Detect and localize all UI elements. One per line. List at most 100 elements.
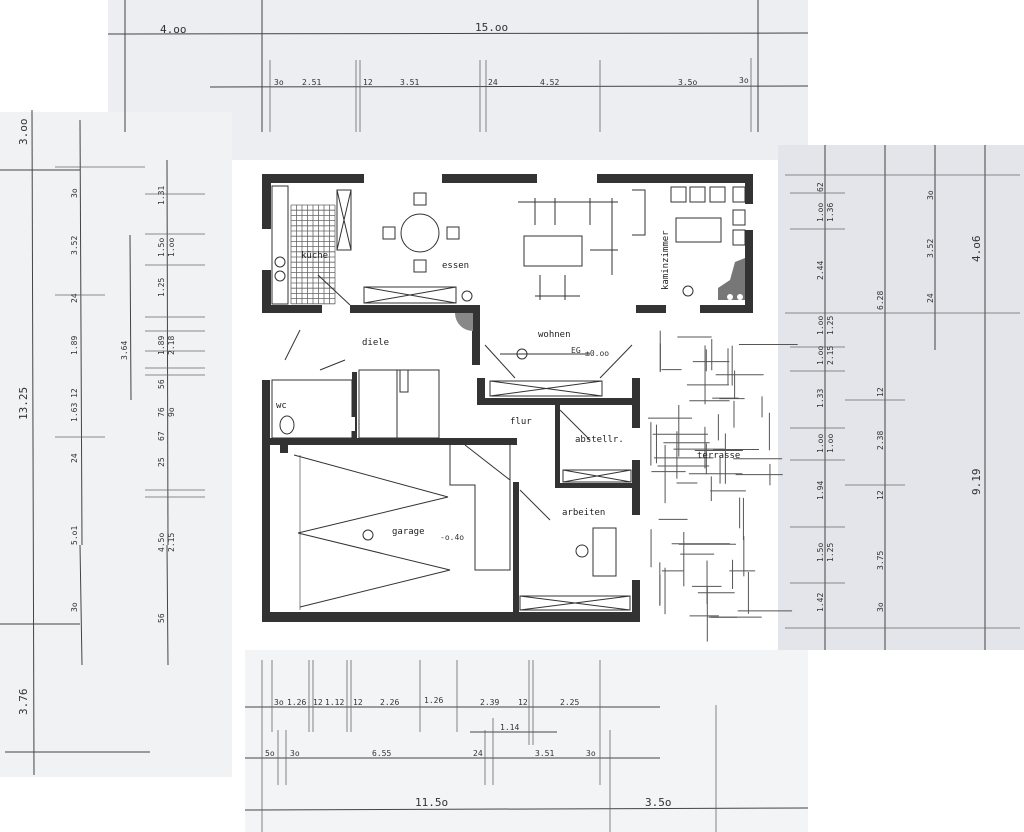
dim: 3.5o xyxy=(678,78,697,87)
garage xyxy=(293,444,511,610)
dim: 1.36 xyxy=(826,203,835,222)
dim: 5o xyxy=(265,749,275,758)
dim-left-3-76: 3.76 xyxy=(17,689,30,716)
dim: 12 xyxy=(313,698,323,707)
room-label-terrasse: terrasse xyxy=(697,451,740,461)
wc xyxy=(271,379,355,439)
dim: 67 xyxy=(157,431,166,441)
dim: 1.94 xyxy=(816,481,825,500)
dim: 6.55 xyxy=(372,749,391,758)
dim: 2.26 xyxy=(380,698,399,707)
hall-stairs xyxy=(284,329,440,439)
living-furniture xyxy=(484,198,633,397)
storage-and-study xyxy=(519,409,632,611)
dim: 12 xyxy=(876,387,885,397)
dim: 1.63 12 xyxy=(70,388,79,422)
dim: 56 xyxy=(157,379,166,389)
dim: 2.18 xyxy=(167,336,176,355)
dim: 1.oo xyxy=(816,434,825,453)
dim-left-13-25: 13.25 xyxy=(17,387,30,420)
room-label-kueche: küche xyxy=(301,251,328,261)
dim: 4.5o xyxy=(157,533,166,552)
dim: 1.oo xyxy=(816,346,825,365)
dim: 3.51 xyxy=(400,78,419,87)
dim: 1.42 xyxy=(816,593,825,612)
dim: 2.44 xyxy=(816,261,825,280)
terrace-paving xyxy=(647,330,798,642)
dim: 2.25 xyxy=(560,698,579,707)
dim: 1.89 xyxy=(70,336,79,355)
dim: 24 xyxy=(473,749,483,758)
dim: 3o xyxy=(586,749,596,758)
dim: 62 xyxy=(816,182,825,192)
dim: 2.15 xyxy=(826,346,835,365)
dim: 9o xyxy=(167,407,176,417)
dim: 12 xyxy=(876,490,885,500)
dim: 76 xyxy=(157,407,166,417)
dim: 3o xyxy=(70,188,79,198)
room-label-arbeiten: arbeiten xyxy=(562,508,605,518)
dim: 3o xyxy=(876,602,885,612)
dim: 3o xyxy=(274,78,284,87)
dim: 1.5o xyxy=(816,543,825,562)
dim: 1.89 xyxy=(157,336,166,355)
dim: 1.31 xyxy=(157,186,166,205)
room-label-kaminzimmer: kaminzimmer xyxy=(661,230,671,290)
room-label-wc: wc xyxy=(276,401,287,411)
dim: 3o xyxy=(274,698,284,707)
kitchen xyxy=(271,185,352,306)
left-dims: 3.oo 13.25 3.76 3o 3.52 24 1.89 1.63 12 … xyxy=(17,119,176,716)
dim-top-4-00: 4.oo xyxy=(160,23,187,36)
dim: 1.33 xyxy=(816,389,825,408)
dim: 4.52 xyxy=(540,78,559,87)
bottom-dims: 3o 1.26 12 1.12 12 2.26 1.26 2.39 12 2.2… xyxy=(265,696,672,809)
dim: 1.oo xyxy=(167,238,176,257)
dining-table xyxy=(363,192,473,331)
dim: 3.75 xyxy=(876,551,885,570)
dim: 5.o1 xyxy=(70,526,79,545)
dim: 2.39 xyxy=(480,698,499,707)
room-label-wohnen: wohnen xyxy=(538,330,571,340)
dim-bottom-3-50: 3.5o xyxy=(645,796,672,809)
dim-right-4-06: 4.o6 xyxy=(970,236,983,263)
dim: 12 xyxy=(363,78,373,87)
dim: 3.52 xyxy=(926,239,935,258)
dim: 3o xyxy=(739,76,749,85)
dim: 56 xyxy=(157,613,166,623)
garage-level: -o.4o xyxy=(440,533,464,542)
left-scan-panel xyxy=(0,112,232,777)
room-label-essen: essen xyxy=(442,261,469,271)
fireplace-room-furniture xyxy=(632,186,746,300)
dim: 3o xyxy=(70,602,79,612)
dim: 1.12 xyxy=(325,698,344,707)
dim: 1.26 xyxy=(424,696,443,705)
room-label-flur: flur xyxy=(510,417,532,427)
dim-right-9-19: 9.19 xyxy=(970,469,983,496)
top-detail-dims: 3o 2.51 12 3.51 24 4.52 3.5o 3o xyxy=(274,76,749,87)
room-label-garage: garage xyxy=(392,527,425,537)
level-value: ±0.oo xyxy=(585,349,609,358)
dim: 1.14 xyxy=(500,723,519,732)
dim-left-3-00: 3.oo xyxy=(17,119,30,146)
top-dimension-lines xyxy=(107,0,809,132)
dim: 3.51 xyxy=(535,749,554,758)
dim: 1.25 xyxy=(826,543,835,562)
right-dims: 62 1.oo 1.36 2.44 1.oo 1.25 1.oo 2.15 1.… xyxy=(816,182,983,612)
level-label: EG xyxy=(571,346,581,355)
dim: 2.51 xyxy=(302,78,321,87)
dim: 1.oo xyxy=(816,316,825,335)
room-label-diele: diele xyxy=(362,338,389,348)
dim: 1.oo xyxy=(816,203,825,222)
right-scan-panel xyxy=(778,145,1024,650)
dim: 24 xyxy=(70,453,79,463)
dim: 1.5o xyxy=(157,238,166,257)
dim: 12 xyxy=(518,698,528,707)
dim-bottom-11-50: 11.5o xyxy=(415,796,448,809)
dim: 24 xyxy=(488,78,498,87)
right-dimension-lines xyxy=(785,145,1020,650)
room-label-abstellr: abstellr. xyxy=(575,435,624,445)
bottom-dimension-lines xyxy=(244,660,809,832)
dim: 2.38 xyxy=(876,431,885,450)
dim: 3o xyxy=(290,749,300,758)
left-dimension-lines xyxy=(0,109,205,776)
